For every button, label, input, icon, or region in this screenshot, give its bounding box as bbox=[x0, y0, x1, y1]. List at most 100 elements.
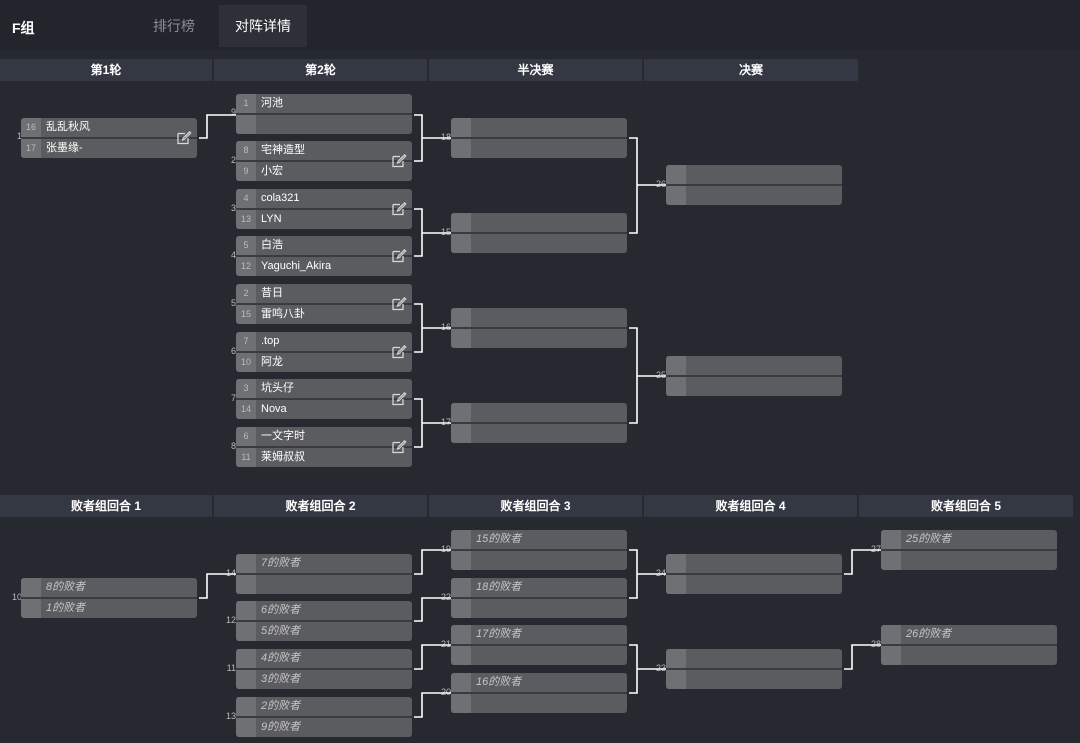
match-card-14[interactable]: 7的败者 bbox=[236, 554, 412, 594]
match-card-13[interactable]: 2的败者 9的败者 bbox=[236, 697, 412, 737]
match-slot[interactable] bbox=[881, 551, 1057, 570]
match-slot[interactable] bbox=[666, 649, 842, 668]
match-slot[interactable] bbox=[451, 139, 627, 158]
match-slot[interactable] bbox=[666, 554, 842, 573]
match-slot[interactable]: 26的败者 bbox=[881, 625, 1057, 644]
match-card-12[interactable]: 6的败者 5的败者 bbox=[236, 601, 412, 641]
slot-divider bbox=[451, 597, 627, 599]
match-slot[interactable] bbox=[451, 646, 627, 665]
match-card-11[interactable]: 4的败者 3的败者 bbox=[236, 649, 412, 689]
match-slot[interactable]: 15的败者 bbox=[451, 530, 627, 549]
match-slot[interactable]: 5的败者 bbox=[236, 622, 412, 641]
match-card-22[interactable]: 18的败者 bbox=[451, 578, 627, 618]
match-slot[interactable] bbox=[451, 308, 627, 327]
match-card-10[interactable]: 8的败者 1的败者 bbox=[21, 578, 197, 618]
match-slot[interactable] bbox=[451, 403, 627, 422]
match-slot[interactable] bbox=[451, 424, 627, 443]
col-header-losers-round-5: 败者组回合 5 bbox=[859, 495, 1073, 517]
match-slot[interactable]: 1的败者 bbox=[21, 599, 197, 618]
match-slot[interactable]: 6的败者 bbox=[236, 601, 412, 620]
match-slot[interactable]: 17的败者 bbox=[451, 625, 627, 644]
match-card-27[interactable]: 25的败者 bbox=[881, 530, 1057, 570]
edit-icon[interactable] bbox=[391, 439, 407, 455]
match-slot[interactable] bbox=[451, 234, 627, 253]
match-card-20[interactable]: 16的败者 bbox=[451, 673, 627, 713]
match-slot[interactable]: 18的败者 bbox=[451, 578, 627, 597]
match-slot[interactable]: 9的败者 bbox=[236, 718, 412, 737]
match-card-25[interactable] bbox=[666, 356, 842, 396]
match-slot[interactable]: 7.top bbox=[236, 332, 412, 351]
match-slot[interactable]: 25的败者 bbox=[881, 530, 1057, 549]
match-slot[interactable]: 4的败者 bbox=[236, 649, 412, 668]
edit-icon[interactable] bbox=[391, 201, 407, 217]
match-card-23[interactable] bbox=[666, 649, 842, 689]
match-slot[interactable]: 7的败者 bbox=[236, 554, 412, 573]
match-slot[interactable] bbox=[236, 575, 412, 594]
seed-number: 11 bbox=[236, 448, 256, 467]
match-slot[interactable] bbox=[451, 118, 627, 137]
match-card-24[interactable] bbox=[666, 554, 842, 594]
edit-icon[interactable] bbox=[391, 296, 407, 312]
match-card-28[interactable]: 26的败者 bbox=[881, 625, 1057, 665]
match-slot[interactable] bbox=[451, 551, 627, 570]
match-slot[interactable] bbox=[666, 377, 842, 396]
match-slot[interactable] bbox=[451, 599, 627, 618]
edit-icon[interactable] bbox=[176, 130, 192, 146]
edit-icon[interactable] bbox=[391, 391, 407, 407]
edit-icon[interactable] bbox=[391, 153, 407, 169]
match-slot[interactable]: 16的败者 bbox=[451, 673, 627, 692]
match-card-26[interactable] bbox=[666, 165, 842, 205]
match-slot[interactable]: 8的败者 bbox=[21, 578, 197, 597]
match-slot[interactable] bbox=[666, 165, 842, 184]
player-name: 6的败者 bbox=[261, 604, 301, 616]
match-slot[interactable] bbox=[451, 329, 627, 348]
match-slot[interactable] bbox=[666, 186, 842, 205]
match-card-17[interactable] bbox=[451, 403, 627, 443]
seed-number bbox=[451, 530, 471, 549]
match-card-15[interactable] bbox=[451, 213, 627, 253]
match-slot[interactable] bbox=[666, 670, 842, 689]
match-slot[interactable] bbox=[451, 694, 627, 713]
edit-icon[interactable] bbox=[391, 248, 407, 264]
match-card-21[interactable]: 17的败者 bbox=[451, 625, 627, 665]
match-number-label: 19 bbox=[440, 544, 451, 554]
match-slot[interactable]: 2的败者 bbox=[236, 697, 412, 716]
match-card-18[interactable] bbox=[451, 118, 627, 158]
tab-ranking[interactable]: 排行榜 bbox=[153, 18, 195, 34]
match-slot[interactable] bbox=[666, 356, 842, 375]
match-slot[interactable] bbox=[666, 575, 842, 594]
edit-icon[interactable] bbox=[391, 344, 407, 360]
match-slot[interactable]: 3的败者 bbox=[236, 670, 412, 689]
match-slot[interactable] bbox=[236, 115, 412, 134]
match-slot[interactable] bbox=[881, 646, 1057, 665]
tab-match-details[interactable]: 对阵详情 bbox=[219, 5, 307, 47]
match-card-19[interactable]: 15的败者 bbox=[451, 530, 627, 570]
match-slot[interactable] bbox=[451, 213, 627, 232]
match-card-16[interactable] bbox=[451, 308, 627, 348]
